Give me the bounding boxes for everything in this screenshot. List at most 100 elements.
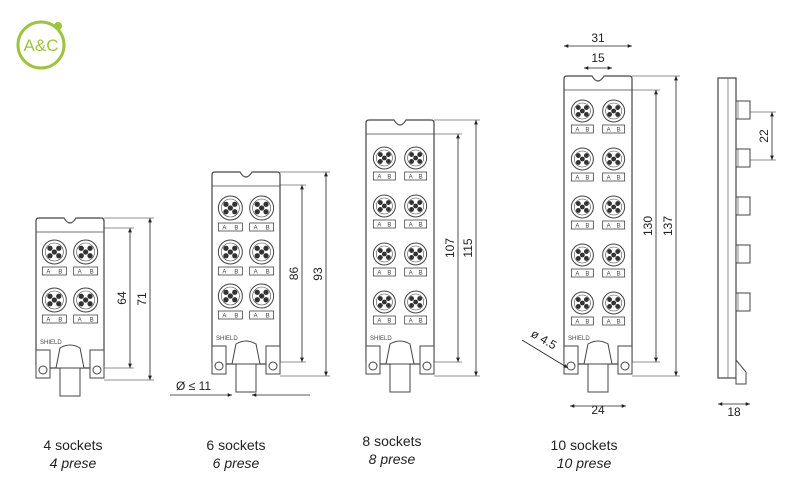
- dim-6-outer: 93: [280, 171, 330, 377]
- socket-pin: [611, 252, 617, 258]
- leader-line: [521, 339, 569, 369]
- port-label-frame: [372, 315, 396, 325]
- socket-inner-ring: [76, 242, 95, 262]
- mount-hole-right: [268, 361, 278, 371]
- socket-pin: [232, 297, 238, 303]
- dimension-label: 64: [115, 291, 129, 305]
- socket-circle: [602, 243, 626, 267]
- socket-pin: [409, 255, 415, 260]
- dim-10-hole: ø 4.5: [521, 326, 569, 369]
- socket-pin: [579, 252, 585, 258]
- logo-dot: [54, 22, 62, 30]
- socket-pin: [381, 251, 387, 257]
- socket-pin: [417, 303, 423, 308]
- socket-pin: [263, 209, 269, 215]
- socket-pin: [413, 299, 419, 305]
- port-label-a: A: [222, 314, 226, 320]
- socket-circle: [372, 194, 396, 218]
- socket-circle: [602, 147, 626, 171]
- socket-pin: [409, 152, 415, 157]
- socket-pin: [385, 207, 391, 212]
- dim-10-inner: 130: [632, 89, 660, 363]
- port-label-b: B: [585, 272, 589, 278]
- socket-pin: [579, 204, 585, 210]
- socket-pin: [223, 209, 229, 215]
- dimension-label: 115: [461, 238, 475, 257]
- port-label-b: B: [585, 128, 589, 134]
- socket-pin: [385, 200, 391, 205]
- dimension-label: 24: [591, 403, 605, 417]
- socket-circle: [404, 146, 428, 170]
- port-label-frame: [570, 220, 594, 230]
- dim-6-inner: 86: [280, 184, 306, 363]
- socket-pin: [263, 297, 269, 303]
- socket-inner-ring: [605, 198, 622, 216]
- socket-inner-ring: [221, 198, 240, 218]
- caption-10-sockets: 10 sockets 10 prese: [514, 436, 654, 472]
- port-label-b: B: [617, 272, 621, 278]
- socket-pin: [615, 105, 621, 110]
- dim-4-outer: 71: [104, 217, 154, 381]
- socket-pin: [579, 156, 585, 162]
- cable-gland: [385, 340, 415, 365]
- socket-inner-ring: [221, 242, 240, 262]
- socket-pin: [583, 105, 589, 110]
- socket-circle: [602, 291, 626, 315]
- socket-circle: [249, 283, 275, 309]
- port-label-b: B: [419, 319, 423, 325]
- socket-pin: [409, 159, 415, 164]
- socket-inner-ring: [45, 290, 64, 310]
- socket-pin: [385, 255, 391, 260]
- socket-inner-ring: [76, 290, 95, 310]
- port-label-b: B: [585, 224, 589, 230]
- socket-pin: [223, 253, 229, 259]
- side-body: [717, 77, 737, 379]
- ac-logo: A&C: [14, 18, 68, 72]
- port-label-a: A: [607, 176, 611, 182]
- socket-pin: [87, 301, 93, 307]
- socket-pin: [87, 253, 93, 259]
- port-label-a: A: [377, 223, 381, 229]
- socket-pin: [78, 253, 84, 259]
- socket-pin: [607, 304, 613, 309]
- port-label-b: B: [387, 175, 391, 181]
- dimension-label: 107: [443, 238, 457, 258]
- socket-pin: [607, 105, 613, 110]
- socket-pin: [611, 108, 617, 114]
- port-label-b: B: [58, 270, 62, 276]
- socket-pin: [377, 255, 383, 260]
- socket-circle: [41, 239, 67, 265]
- socket-pin: [607, 201, 613, 206]
- socket-circle: [570, 291, 594, 315]
- socket-circle: [249, 239, 275, 265]
- socket-pin: [575, 256, 581, 261]
- port-label-b: B: [234, 314, 238, 320]
- cable-gland: [231, 340, 261, 365]
- side-connector: [735, 148, 751, 168]
- shield-label: SHIELD: [370, 336, 392, 342]
- socket-pin: [56, 245, 62, 251]
- port-label-a: A: [46, 318, 50, 324]
- socket-pin: [377, 207, 383, 212]
- port-label-a: A: [78, 318, 82, 324]
- caption-main: 4 sockets: [43, 437, 103, 453]
- socket-pin: [575, 160, 581, 165]
- port-label-frame: [41, 314, 67, 324]
- dim-10-width-bottom: 24: [570, 403, 626, 417]
- port-label-frame: [602, 316, 626, 326]
- port-label-frame: [372, 219, 396, 229]
- caption-4-sockets: 4 sockets 4 prese: [3, 436, 143, 472]
- socket-pin: [259, 249, 265, 255]
- socket-pin: [607, 256, 613, 261]
- socket-pin: [377, 159, 383, 164]
- socket-pin: [575, 153, 581, 158]
- socket-pin: [377, 200, 383, 205]
- socket-circle: [570, 99, 594, 123]
- port-label-a: A: [409, 223, 413, 229]
- port-label-a: A: [607, 224, 611, 230]
- socket-pin: [259, 293, 265, 299]
- port-label-frame: [404, 267, 428, 277]
- port-label-a: A: [377, 271, 381, 277]
- socket-inner-ring: [252, 198, 271, 218]
